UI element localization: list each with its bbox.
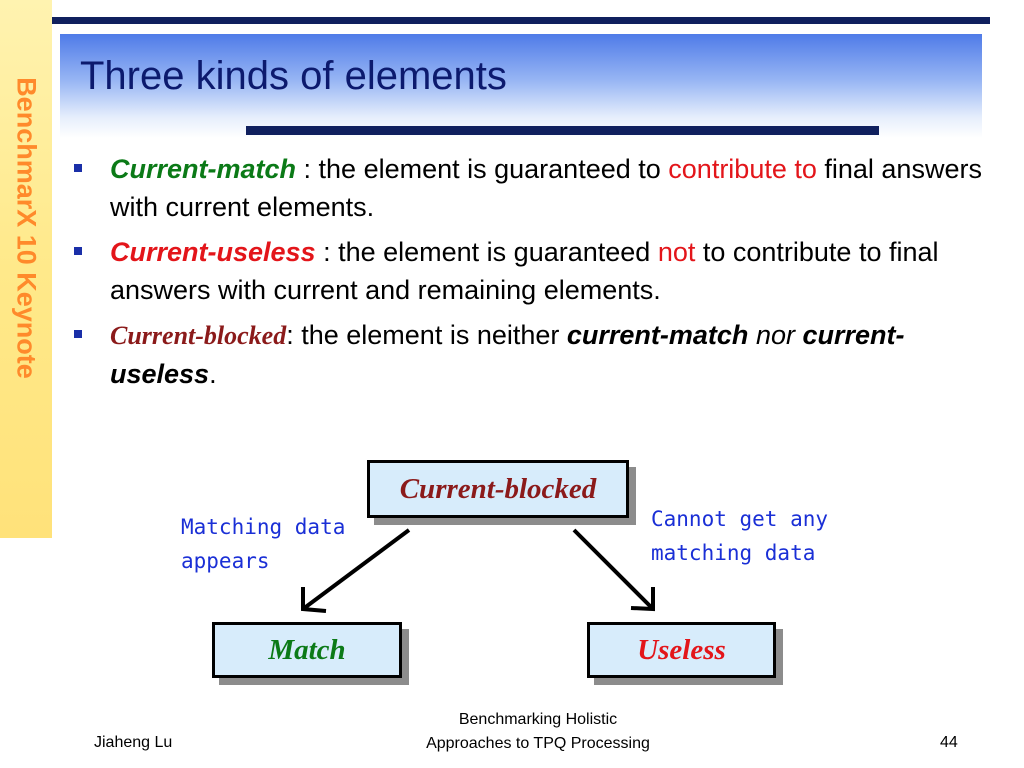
bullet-text: : the element is neither bbox=[286, 320, 567, 350]
bullet-current-useless: Current-useless : the element is guarant… bbox=[70, 233, 990, 309]
bullet-text: . bbox=[209, 359, 217, 389]
bullet-current-blocked: Current-blocked: the element is neither … bbox=[70, 316, 990, 393]
slide-title: Three kinds of elements bbox=[80, 54, 507, 98]
emphasis-text: current-useless bbox=[110, 320, 905, 389]
page-number: 44 bbox=[940, 734, 958, 751]
term-current-useless: Current-useless bbox=[110, 237, 316, 267]
footer-title-line: Approaches to TPQ Processing bbox=[426, 735, 650, 752]
square-bullet-icon bbox=[74, 164, 82, 172]
node-useless: Useless bbox=[587, 622, 776, 678]
square-bullet-icon bbox=[74, 247, 82, 255]
arrow-right bbox=[572, 528, 655, 611]
arrow-left-head bbox=[301, 587, 327, 613]
bullet-text bbox=[748, 320, 756, 350]
emphasis-text: current-match bbox=[566, 320, 749, 350]
bullet-text: to contribute to final answers with curr… bbox=[110, 237, 939, 305]
node-current-blocked: Current-blocked bbox=[367, 460, 629, 518]
arrow-right-head bbox=[630, 587, 655, 612]
highlight-text: contribute to bbox=[668, 154, 817, 184]
footer-author: Jiaheng Lu bbox=[94, 734, 173, 751]
title-band bbox=[60, 34, 982, 138]
term-current-match: Current-match bbox=[110, 154, 297, 184]
node-match: Match bbox=[212, 622, 402, 678]
bullet-text bbox=[795, 320, 803, 350]
bullet-text: : the element is guaranteed to bbox=[296, 154, 669, 184]
title-underline-rule bbox=[246, 126, 879, 135]
footer-title: Benchmarking Holistic Approaches to TPQ … bbox=[388, 708, 688, 756]
bullet-list: Current-match : the element is guarantee… bbox=[70, 150, 990, 400]
highlight-text: not bbox=[657, 237, 696, 267]
edge-label-line: Cannot get any bbox=[651, 507, 829, 531]
footer-title-line: Benchmarking Holistic bbox=[458, 711, 618, 728]
edge-label-cannot-match: Cannot get any matching data bbox=[651, 502, 828, 570]
edge-label-matching: Matching data appears bbox=[181, 510, 345, 578]
edge-label-line: Matching data bbox=[181, 515, 346, 539]
top-rule bbox=[52, 17, 990, 24]
emphasis-text: nor bbox=[755, 320, 795, 350]
square-bullet-icon bbox=[74, 330, 82, 338]
bullet-current-match: Current-match : the element is guarantee… bbox=[70, 150, 990, 226]
bullet-text: final answers with current elements. bbox=[110, 154, 982, 222]
edge-label-line: appears bbox=[181, 549, 270, 573]
sidebar-keynote-label: BenchmarX 10 Keynote bbox=[11, 77, 42, 379]
edge-label-line: matching data bbox=[651, 541, 816, 565]
term-current-blocked: Current-blocked bbox=[110, 321, 287, 350]
bullet-text: : the element is guaranteed bbox=[315, 237, 658, 267]
sidebar-band bbox=[0, 0, 52, 538]
